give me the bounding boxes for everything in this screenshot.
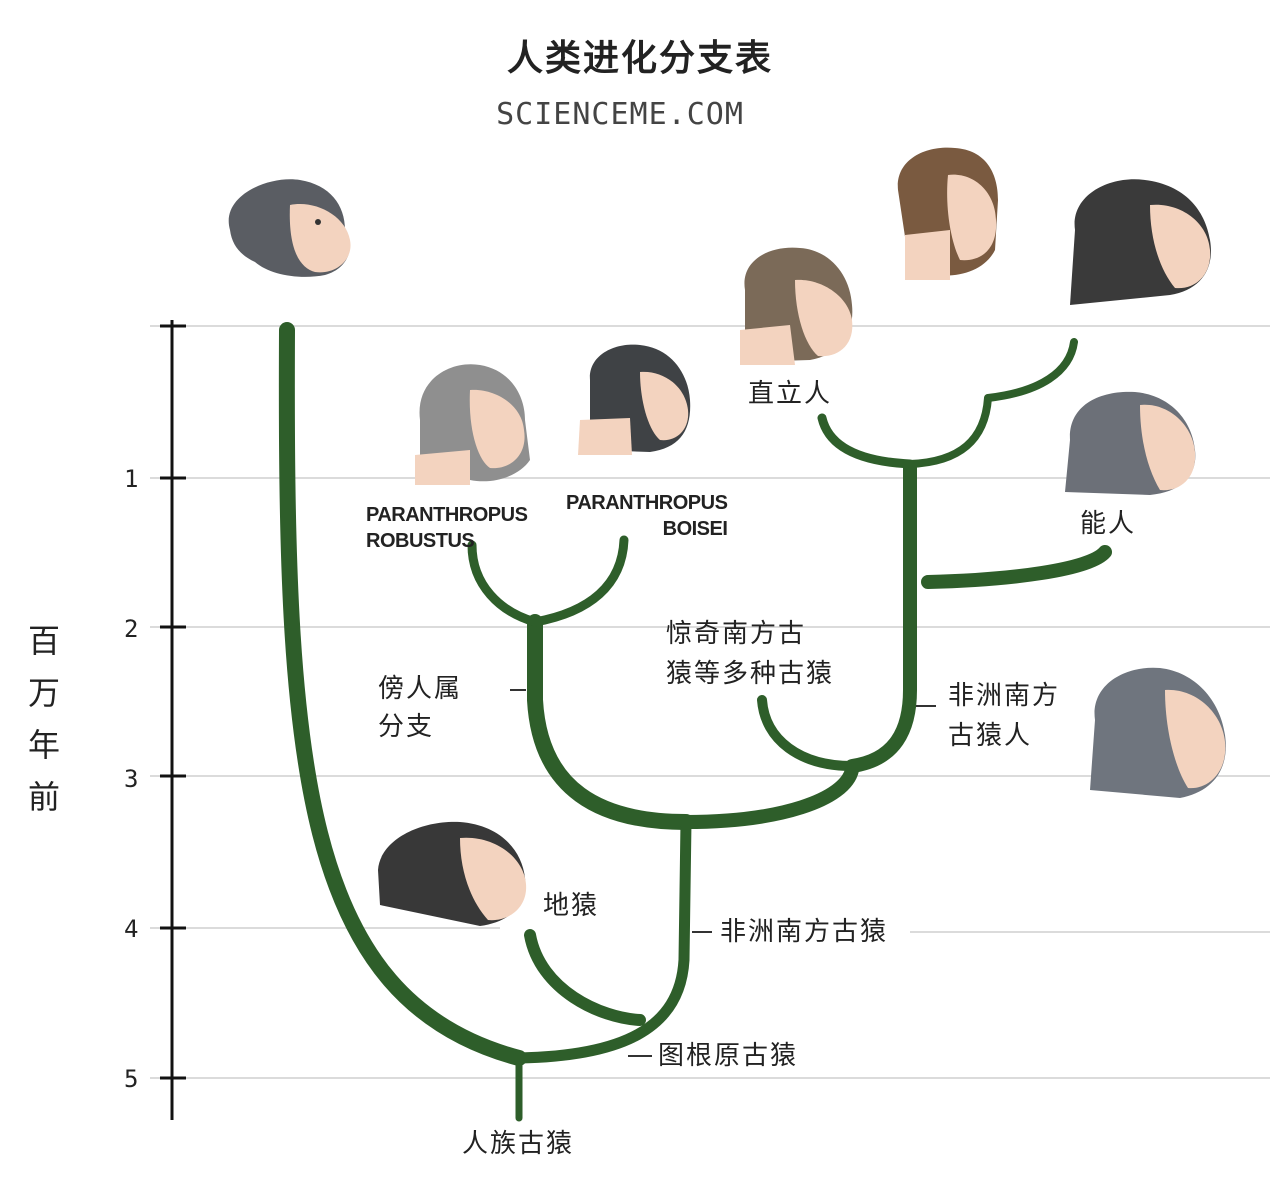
label-homo-erectus: 直立人 <box>748 379 833 409</box>
label-australopithecus-sediba: 惊奇南方古 猿等多种古猿 <box>666 619 835 689</box>
gridlines <box>150 325 1270 1079</box>
label-homo-habilis: 能人 <box>1080 509 1137 539</box>
leader-lines <box>510 689 936 1057</box>
label-australopithecus-anamensis: 非洲南方古猿 <box>720 917 889 947</box>
homo-habilis-head-icon <box>1065 391 1196 495</box>
neanderthal-head-icon <box>1070 179 1211 305</box>
australopithecus-head-icon <box>1090 667 1226 798</box>
branch-homo-stem <box>845 461 917 773</box>
label-paranthropus-branch: 傍人属 分支 <box>378 674 463 742</box>
diagram-title: 人类进化分支表 <box>506 38 773 79</box>
tick-label-2: 2 <box>124 615 139 643</box>
branches <box>278 322 1112 1122</box>
tick-label-3: 3 <box>124 765 139 793</box>
axis-title: 百万年前 <box>27 622 60 816</box>
branch-p-boisei <box>530 535 629 627</box>
homo-sapiens-head-icon <box>897 147 998 280</box>
branch-erectus <box>817 413 915 469</box>
label-ardipithecus: 地猿 <box>543 891 600 921</box>
chimpanzee-head-icon <box>228 179 351 277</box>
branch-australopithecus-stem <box>679 763 859 829</box>
label-paranthropus-robustus: PARANTHROPUS ROBUSTUS <box>366 504 528 552</box>
branch-ardipithecus <box>524 929 646 1026</box>
branch-paranthropus-stem <box>527 614 694 830</box>
paranthropus-robustus-head-icon <box>415 364 530 485</box>
ardipithecus-head-icon <box>378 821 527 926</box>
label-australopithecus-africanus: 非洲南方 古猿人 <box>948 681 1061 751</box>
branch-p-robustus <box>467 540 540 627</box>
branch-sediba <box>757 695 857 771</box>
branch-chimpanzee <box>278 322 527 1066</box>
branch-late-homo <box>906 394 992 468</box>
label-paranthropus-boisei: PARANTHROPUS BOISEI <box>566 492 728 540</box>
label-orrorin: 图根原古猿 <box>658 1041 799 1071</box>
tick-label-4: 4 <box>124 915 139 943</box>
tick-label-5: 5 <box>124 1065 139 1093</box>
branch-habilis <box>921 545 1112 589</box>
time-axis <box>160 320 186 1120</box>
homo-erectus-head-icon <box>740 247 853 365</box>
branch-orrorin-anamensis <box>513 816 692 1064</box>
paranthropus-boisei-head-icon <box>578 344 691 455</box>
tick-label-1: 1 <box>124 465 139 493</box>
branch-neanderthal <box>984 338 1078 402</box>
source-label: SCIENCEME.COM <box>496 97 744 132</box>
label-hominid-ape: 人族古猿 <box>462 1129 575 1159</box>
